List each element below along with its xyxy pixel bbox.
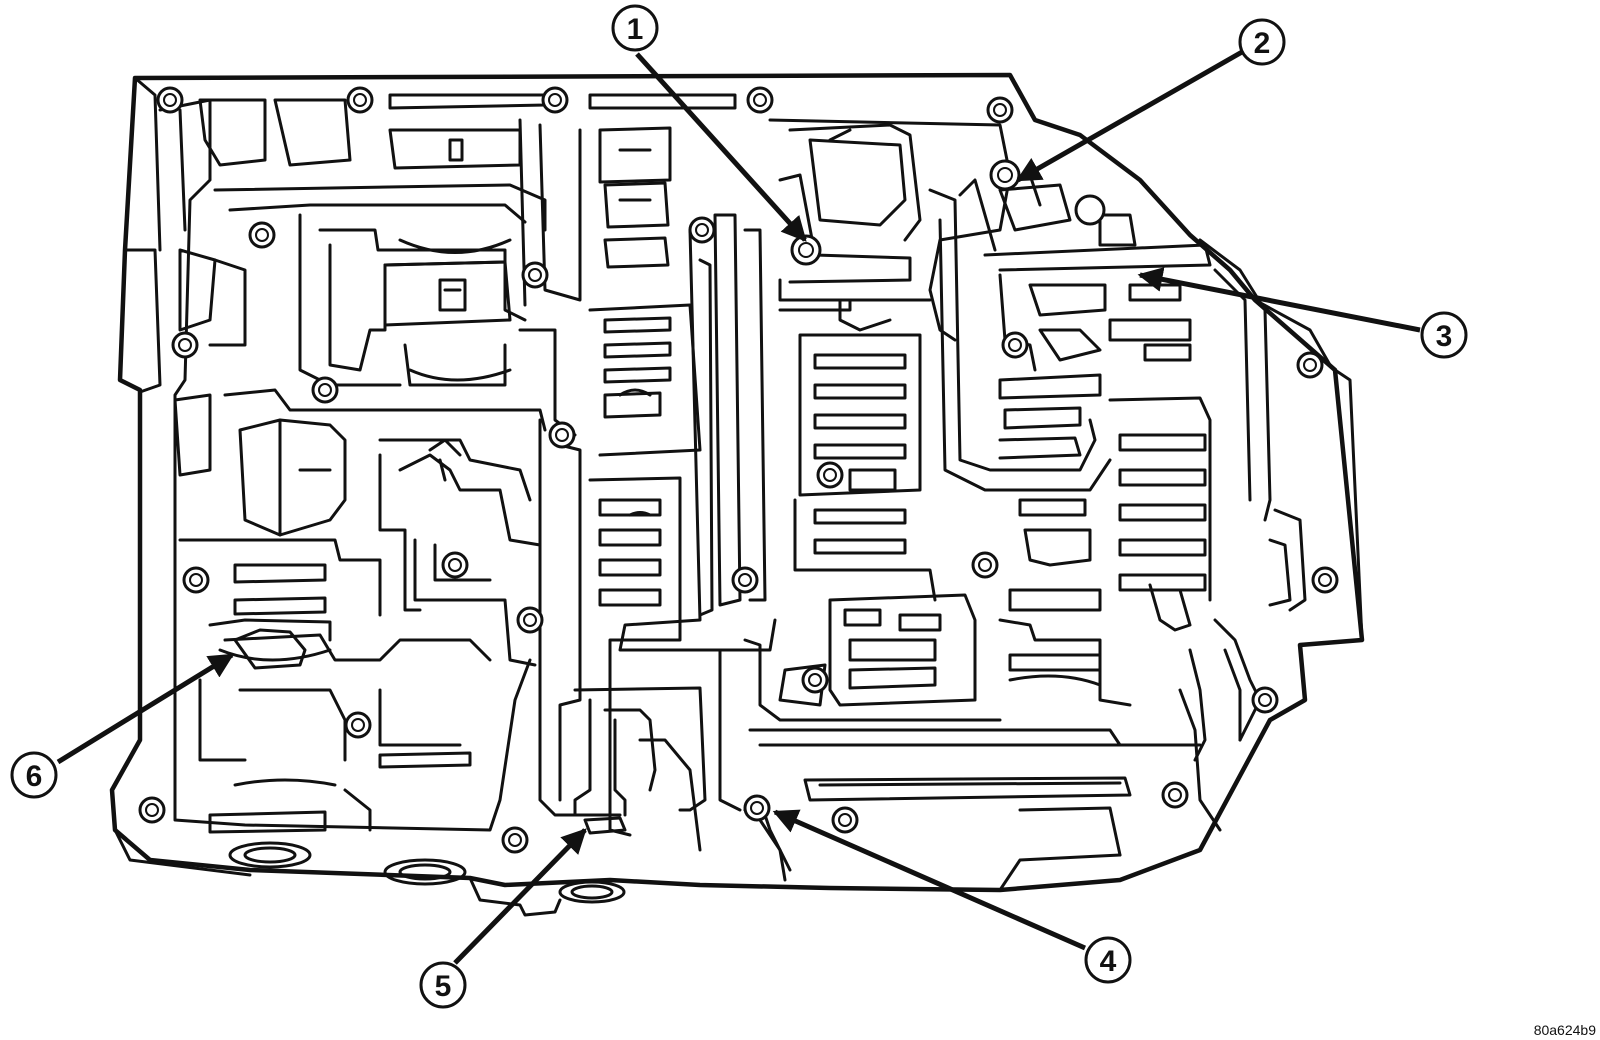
callout-4-label: 4 [1100,945,1117,978]
callout-5-label: 5 [435,970,452,1003]
callout-6-label: 6 [26,760,43,793]
callout-1-label: 1 [627,13,644,46]
figure-reference-id: 80a624b9 [1533,1022,1596,1038]
callout-3-label: 3 [1436,320,1453,353]
valve-body-casting [109,72,1365,917]
bolt-holes [138,86,1339,854]
fluid-channels [138,86,1339,882]
check-ball-5 [583,816,627,835]
callout-1: 1 [611,4,659,52]
leader-lines [56,49,1421,965]
callout-4: 4 [1084,936,1132,984]
callout-3: 3 [1420,311,1468,359]
callout-2-label: 2 [1254,27,1271,60]
callout-5: 5 [419,961,467,1009]
callout-2: 2 [1238,18,1286,66]
check-ball-6 [233,628,307,670]
callout-6: 6 [10,751,58,799]
